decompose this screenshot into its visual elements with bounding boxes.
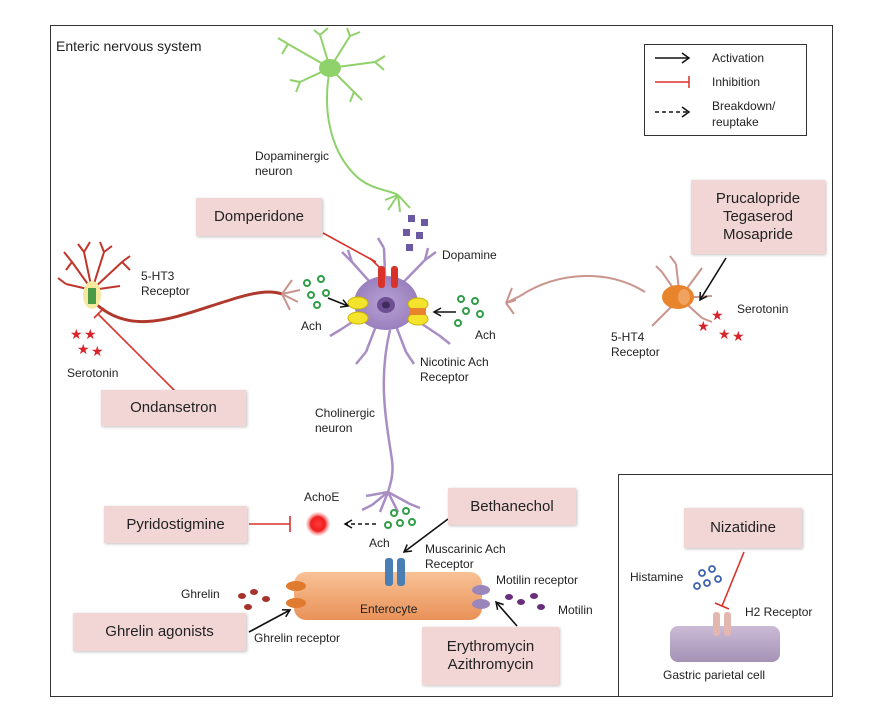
inhibition-tbar-icon bbox=[655, 76, 690, 88]
legend-reuptake-label: reuptake bbox=[712, 115, 759, 129]
dopaminergic-neuron-label-2: neuron bbox=[255, 164, 293, 178]
ghrelin-label: Ghrelin bbox=[181, 587, 220, 601]
dopamine-molecules bbox=[403, 215, 428, 251]
ach-left-label: Ach bbox=[301, 319, 322, 333]
drug-domperidone: Domperidone bbox=[196, 198, 322, 236]
drug-mosapride-label: Mosapride bbox=[722, 226, 794, 243]
drug-nizatidine-label: Nizatidine bbox=[710, 519, 776, 536]
ht3-receptor-label-1: 5-HT3 bbox=[141, 269, 175, 283]
enterocyte-cell bbox=[294, 572, 482, 620]
activation-arrows bbox=[248, 257, 727, 633]
ach-bottom-label: Ach bbox=[369, 536, 390, 550]
legend-symbols bbox=[655, 52, 691, 118]
achoe-enzyme-icon bbox=[306, 512, 330, 536]
drug-azithromycin-label: Azithromycin bbox=[447, 656, 534, 673]
drug-ghrelin-agonists-label: Ghrelin agonists bbox=[105, 623, 214, 640]
drug-pyridostigmine: Pyridostigmine bbox=[104, 506, 247, 543]
ghrelin-receptor bbox=[286, 581, 306, 608]
drug-ondansetron-label: Ondansetron bbox=[130, 399, 217, 416]
gastric-parietal-cell bbox=[670, 626, 780, 662]
motilin-receptor-label: Motilin receptor bbox=[496, 573, 579, 587]
motilin-label: Motilin bbox=[558, 603, 593, 617]
activation-arrow-icon bbox=[655, 52, 691, 64]
legend: Activation Inhibition Breakdown/ reuptak… bbox=[644, 44, 807, 136]
ach-right-label: Ach bbox=[475, 328, 496, 342]
ht4-receptor-label-1: 5-HT4 bbox=[611, 330, 645, 344]
h2-receptor-label: H2 Receptor bbox=[745, 605, 813, 619]
serotonin-molecules-right: ★★ ★★ bbox=[697, 308, 745, 345]
muscarinic-receptor-label-1: Muscarinic Ach bbox=[425, 542, 506, 556]
ht4-receptor-label-2: Receptor bbox=[611, 345, 660, 359]
drug-bethanechol-label: Bethanechol bbox=[470, 497, 554, 515]
motilin-molecules bbox=[505, 593, 545, 610]
histamine-molecules bbox=[693, 565, 722, 590]
dopaminergic-neuron-label-1: Dopaminergic bbox=[255, 149, 330, 163]
legend-breakdown-label: Breakdown/ bbox=[712, 99, 776, 113]
svg-text:★: ★ bbox=[77, 342, 90, 358]
gastric-cell-label: Gastric parietal cell bbox=[663, 668, 766, 682]
serotonin-molecules-left: ★★ ★★ bbox=[70, 327, 104, 360]
h2-receptor bbox=[713, 612, 731, 636]
ach-molecules bbox=[303, 275, 484, 529]
drug-tegaserod-label: Tegaserod bbox=[722, 208, 794, 225]
svg-text:★: ★ bbox=[70, 327, 83, 343]
legend-inhibition-label: Inhibition bbox=[712, 75, 761, 89]
drug-ghrelin-agonists: Ghrelin agonists bbox=[73, 613, 246, 651]
drug-bethanechol: Bethanechol bbox=[448, 488, 576, 525]
cholinergic-neuron bbox=[329, 237, 451, 513]
cholinergic-neuron-label-2: neuron bbox=[315, 421, 353, 435]
ht3-receptor-label-2: Receptor bbox=[141, 284, 190, 298]
drug-prucalopride-label: Prucalopride bbox=[715, 190, 801, 207]
serotonin-right-label: Serotonin bbox=[737, 302, 789, 316]
dopaminergic-neuron bbox=[277, 27, 411, 213]
inhibition-lines bbox=[93, 232, 745, 610]
histamine-label: Histamine bbox=[630, 570, 684, 584]
legend-activation-label: Activation bbox=[712, 51, 765, 65]
muscarinic-receptor bbox=[385, 558, 405, 586]
serotonergic-neuron-right bbox=[505, 255, 713, 327]
dashed-arrow-icon bbox=[655, 106, 691, 118]
svg-text:★: ★ bbox=[711, 308, 724, 324]
nicotinic-receptor-right bbox=[407, 297, 429, 326]
svg-text:★: ★ bbox=[732, 329, 745, 345]
svg-text:★: ★ bbox=[718, 327, 731, 343]
drug-domperidone-label: Domperidone bbox=[213, 208, 305, 225]
diagram-frame bbox=[50, 25, 833, 697]
svg-text:★: ★ bbox=[84, 327, 97, 343]
svg-text:★: ★ bbox=[697, 319, 710, 335]
drug-prokinetics-5ht4: Prucalopride Tegaserod Mosapride bbox=[691, 180, 825, 254]
ghrelin-receptor-label: Ghrelin receptor bbox=[254, 631, 341, 645]
motilin-receptor bbox=[472, 585, 490, 609]
drug-pyridostigmine-label: Pyridostigmine bbox=[126, 515, 225, 533]
drug-nizatidine: Nizatidine bbox=[684, 508, 802, 548]
nicotinic-receptor-label-1: Nicotinic Ach bbox=[420, 355, 489, 369]
dopamine-receptor bbox=[378, 266, 398, 288]
nicotinic-receptor-left bbox=[347, 296, 369, 325]
muscarinic-receptor-label-2: Receptor bbox=[425, 557, 474, 571]
serotonergic-neuron-left bbox=[57, 241, 301, 324]
diagram-title: Enteric nervous system bbox=[56, 38, 202, 54]
serotonin-left-label: Serotonin bbox=[67, 366, 119, 380]
ghrelin-molecules bbox=[238, 589, 270, 610]
enterocyte-label: Enterocyte bbox=[360, 602, 418, 616]
drug-erythromycin-label: Erythromycin bbox=[446, 638, 535, 655]
drug-ondansetron: Ondansetron bbox=[101, 390, 246, 426]
achoe-label: AchoE bbox=[304, 490, 340, 504]
drug-macrolides: Erythromycin Azithromycin bbox=[422, 627, 559, 685]
svg-text:★: ★ bbox=[91, 344, 104, 360]
dopamine-label: Dopamine bbox=[442, 248, 497, 262]
cholinergic-neuron-label-1: Cholinergic bbox=[315, 406, 376, 420]
nicotinic-receptor-label-2: Receptor bbox=[420, 370, 469, 384]
